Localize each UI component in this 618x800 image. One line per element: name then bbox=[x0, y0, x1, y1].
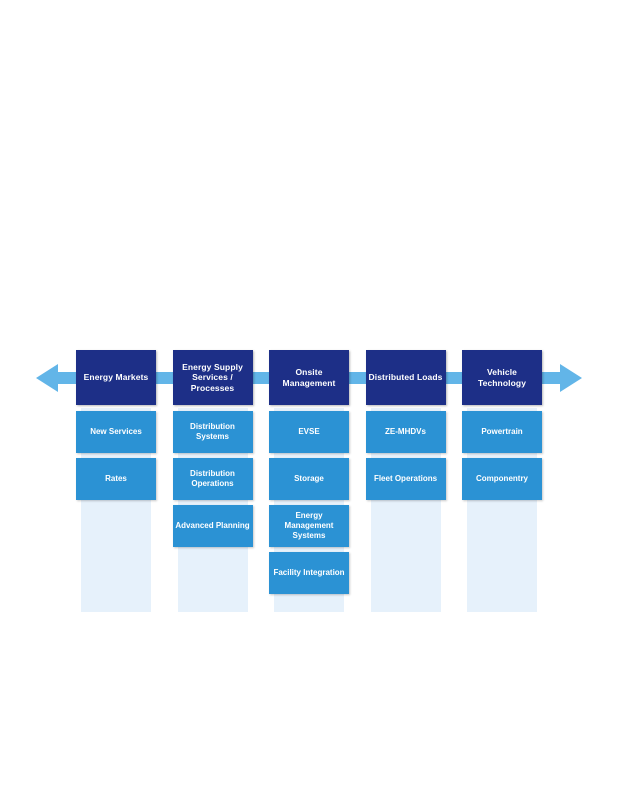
sub-item[interactable]: Rates bbox=[76, 458, 156, 500]
sub-item[interactable]: New Services bbox=[76, 411, 156, 453]
sub-item[interactable]: Componentry bbox=[462, 458, 542, 500]
sub-item[interactable]: Facility Integration bbox=[269, 552, 349, 594]
sub-item[interactable]: Advanced Planning bbox=[172, 505, 253, 547]
column-header-energy-markets[interactable]: Energy Markets bbox=[76, 350, 156, 405]
sub-item[interactable]: EVSE bbox=[269, 411, 349, 453]
sub-item-list: EVSE Storage Energy Management Systems F… bbox=[269, 411, 349, 594]
sub-item-list: ZE-MHDVs Fleet Operations bbox=[365, 411, 446, 500]
column-header-distributed-loads[interactable]: Distributed Loads bbox=[365, 350, 446, 405]
sub-item[interactable]: Distribution Operations bbox=[172, 458, 253, 500]
column-onsite-management: Onsite Management EVSE Storage Energy Ma… bbox=[269, 350, 349, 616]
column-energy-supply-services-processes: Energy Supply Services / Processes Distr… bbox=[172, 350, 253, 616]
column-vehicle-technology: Vehicle Technology Powertrain Componentr… bbox=[462, 350, 542, 616]
sub-item[interactable]: Distribution Systems bbox=[172, 411, 253, 453]
sub-item[interactable]: Energy Management Systems bbox=[269, 505, 349, 547]
column-energy-markets: Energy Markets New Services Rates bbox=[76, 350, 156, 616]
column-header-energy-supply-services-processes[interactable]: Energy Supply Services / Processes bbox=[172, 350, 253, 405]
sub-item[interactable]: Storage bbox=[269, 458, 349, 500]
sub-item-list: New Services Rates bbox=[76, 411, 156, 500]
column-distributed-loads: Distributed Loads ZE-MHDVs Fleet Operati… bbox=[365, 350, 446, 616]
sub-item[interactable]: Powertrain bbox=[462, 411, 542, 453]
columns-container: Energy Markets New Services Rates Energy… bbox=[76, 350, 542, 616]
column-header-onsite-management[interactable]: Onsite Management bbox=[269, 350, 349, 405]
sub-item[interactable]: ZE-MHDVs bbox=[365, 411, 446, 453]
sub-item[interactable]: Fleet Operations bbox=[365, 458, 446, 500]
sub-item-list: Distribution Systems Distribution Operat… bbox=[172, 411, 253, 547]
column-header-vehicle-technology[interactable]: Vehicle Technology bbox=[462, 350, 542, 405]
sub-item-list: Powertrain Componentry bbox=[462, 411, 542, 500]
